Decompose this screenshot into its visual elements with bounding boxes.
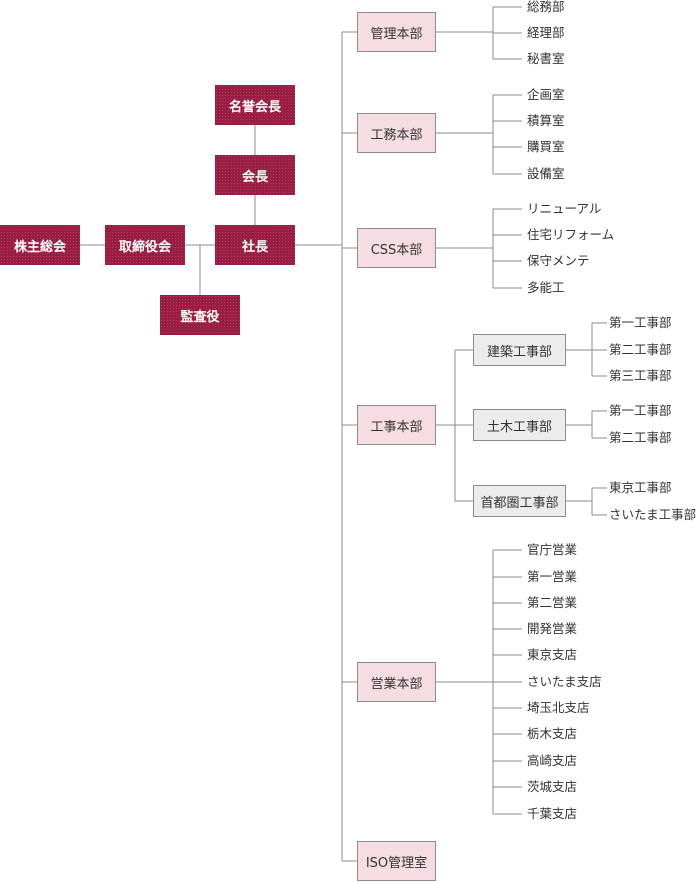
- unit-label: 経理部: [527, 25, 565, 40]
- unit-label: 東京支店: [527, 647, 578, 662]
- hq-box-construction: 工事本部: [357, 405, 436, 445]
- division-box-building: 建築工事部: [473, 334, 566, 366]
- hq-box-css: CSS本部: [357, 228, 436, 268]
- unit-label: 第一工事部: [609, 315, 672, 330]
- unit-label: さいたま支店: [527, 674, 602, 689]
- hq-box-engineering: 工務本部: [357, 113, 436, 153]
- unit-label: 第三工事部: [609, 368, 672, 383]
- unit-label: 千葉支店: [527, 806, 578, 821]
- unit-label: 住宅リフォーム: [527, 227, 615, 242]
- board-of-directors-box: 取締役会: [105, 225, 185, 265]
- unit-label: 栃木支店: [527, 726, 578, 741]
- unit-label: 総務部: [527, 0, 565, 14]
- unit-label: 茨城支店: [527, 779, 578, 794]
- unit-label: 開発営業: [527, 621, 578, 636]
- auditor-box: 監査役: [160, 295, 240, 335]
- unit-label: 官庁営業: [527, 542, 578, 557]
- division-box-civil: 土木工事部: [473, 409, 566, 441]
- unit-label: 高崎支店: [527, 753, 578, 768]
- unit-label: さいたま工事部: [609, 507, 697, 522]
- unit-label: リニューアル: [527, 201, 602, 216]
- unit-label: 第一工事部: [609, 403, 672, 418]
- unit-label: 秘書室: [527, 51, 565, 66]
- hq-box-iso: ISO管理室: [357, 841, 436, 881]
- honorary-chairman-box: 名誉会長: [215, 85, 295, 125]
- chairman-box: 会長: [215, 155, 295, 195]
- unit-label: 第二工事部: [609, 342, 672, 357]
- president-box: 社長: [215, 225, 295, 265]
- unit-label: 保守メンテ: [527, 253, 590, 268]
- shareholders-meeting-box: 株主総会: [0, 225, 80, 265]
- unit-label: 第二営業: [527, 595, 578, 610]
- division-box-metropolitan: 首都圏工事部: [473, 485, 566, 517]
- unit-label: 第二工事部: [609, 430, 672, 445]
- unit-label: 多能工: [527, 280, 565, 295]
- hq-box-administration: 管理本部: [357, 12, 436, 52]
- hq-box-sales: 営業本部: [357, 662, 436, 702]
- unit-label: 購買室: [527, 139, 565, 154]
- unit-label: 埼玉北支店: [527, 700, 590, 715]
- unit-label: 積算室: [527, 113, 565, 128]
- unit-label: 第一営業: [527, 569, 578, 584]
- unit-label: 企画室: [527, 87, 565, 102]
- unit-label: 設備室: [527, 166, 565, 181]
- unit-label: 東京工事部: [609, 480, 672, 495]
